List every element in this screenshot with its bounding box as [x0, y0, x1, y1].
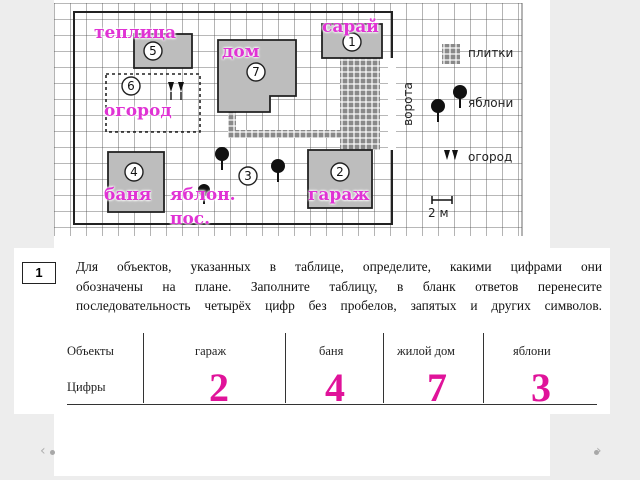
row-label-objects: Объекты	[67, 344, 114, 358]
number-4: 4	[130, 165, 138, 179]
label-dom: дом	[222, 42, 260, 62]
answer-garazh: 2	[209, 365, 229, 410]
answer-banya: 4	[325, 365, 345, 410]
object-garazh: гараж	[195, 344, 227, 358]
label-sarai: сарай	[322, 17, 379, 37]
task-block: 1 Для объектов, указанных в таблице, опр…	[14, 248, 610, 414]
legend-scale: 2 м	[428, 206, 449, 220]
answer-table: Объекты Цифры гараж баня жилой дом яблон…	[53, 330, 597, 406]
task-number: 1	[22, 262, 56, 284]
answer-dom: 7	[427, 365, 447, 410]
site-plan: 5 1 7 6 4 3 2	[54, 3, 523, 236]
apple-tree-icon	[198, 85, 467, 204]
chevron-left-icon[interactable]: ‹	[40, 443, 46, 459]
number-2: 2	[336, 165, 344, 179]
task-text: Для объектов, указанных в таблице, опред…	[76, 259, 602, 313]
number-6: 6	[127, 79, 135, 93]
label-banya: баня	[104, 185, 152, 205]
object-banya: баня	[319, 344, 344, 358]
number-7: 7	[252, 65, 260, 79]
vegetable-icon	[168, 82, 458, 160]
legend-yabloni: яблони	[468, 96, 514, 110]
legend-ogorod: огород	[468, 150, 513, 164]
label-garazh: гараж	[308, 185, 370, 205]
nav-dot-right	[594, 450, 599, 455]
label-yablon: яблон.	[170, 185, 236, 205]
nav-dot-left	[50, 450, 55, 455]
tile-path-horizontal	[230, 130, 348, 138]
number-3: 3	[244, 169, 252, 183]
label-ogorod: огород	[104, 101, 172, 121]
object-yabloni: яблони	[513, 344, 551, 358]
garden-6	[105, 73, 201, 133]
answer-yabloni: 3	[531, 365, 551, 410]
row-label-digits: Цифры	[67, 380, 106, 394]
label-vorota: ворота	[401, 82, 415, 126]
number-1: 1	[348, 35, 356, 49]
building-4	[107, 151, 165, 213]
number-5: 5	[149, 44, 157, 58]
legend-plitki: плитки	[468, 46, 514, 60]
label-teplitsa: теплица	[94, 23, 176, 43]
object-dom: жилой дом	[397, 344, 455, 358]
label-pos: пос.	[170, 209, 211, 229]
